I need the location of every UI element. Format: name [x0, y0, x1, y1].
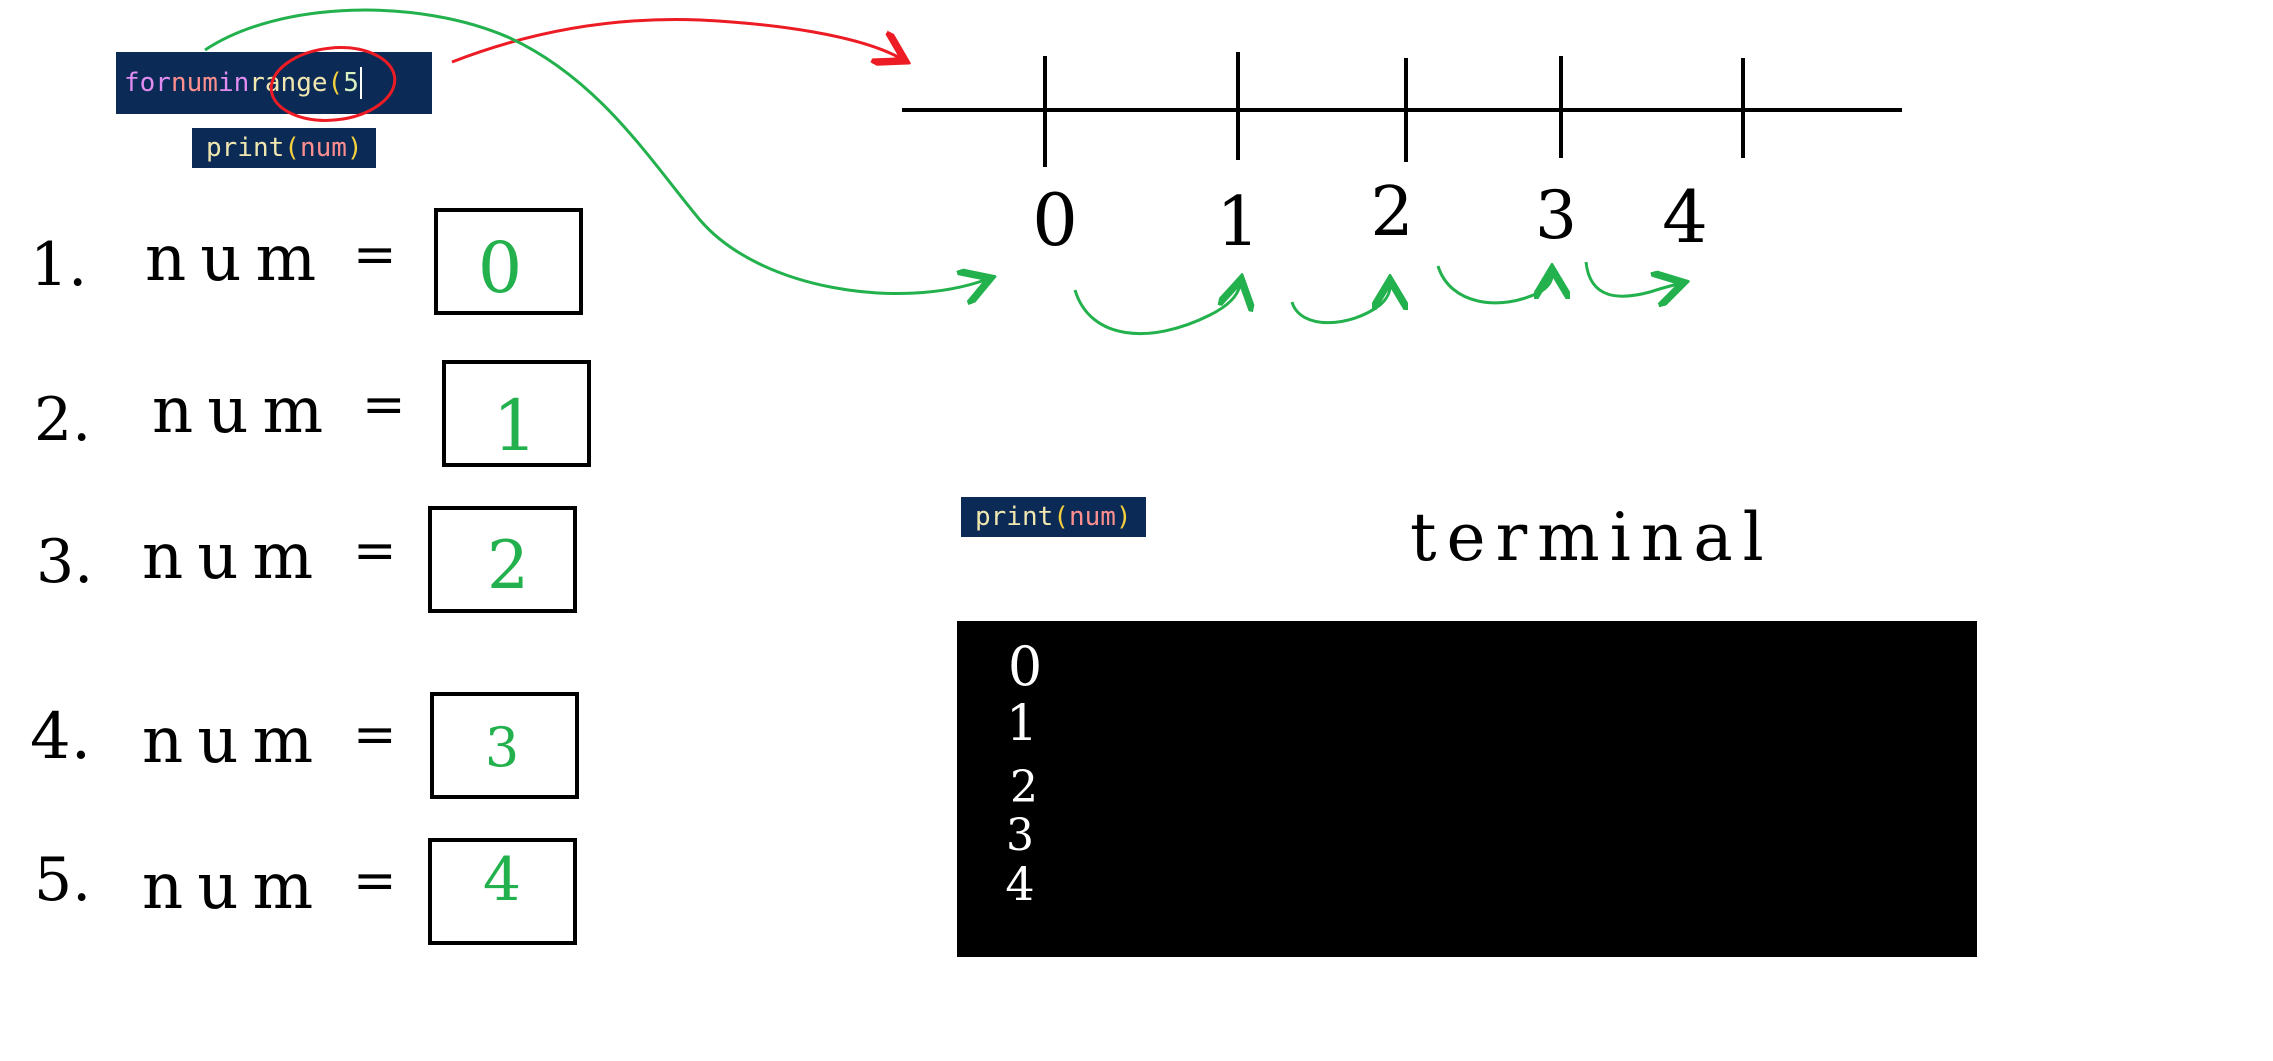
red-circle-range [269, 46, 397, 122]
keyword-for: for [124, 68, 171, 98]
iteration-value: 0 [478, 227, 523, 309]
green-hop-arrows [1073, 261, 1678, 335]
iteration-row: 4. num = 3 [30, 692, 579, 799]
iteration-equals: = [353, 521, 397, 581]
number-line-label: 0 [1032, 178, 1078, 262]
print-argument: num [1068, 502, 1116, 532]
close-paren: ) [1115, 502, 1132, 532]
iteration-value: 2 [487, 527, 529, 604]
iteration-row: 5. num = 4 [34, 838, 577, 945]
keyword-in: in [217, 68, 250, 98]
iteration-row: 2. num = 1 [34, 360, 591, 467]
green-hop-arrow [1290, 286, 1390, 325]
red-annotation [269, 18, 900, 122]
terminal-output-line: 3 [1006, 810, 1034, 861]
iteration-variable-name: num [142, 850, 327, 924]
terminal-output-line: 4 [1005, 857, 1034, 911]
iteration-equals: = [353, 225, 397, 285]
terminal-output-line: 2 [1010, 762, 1038, 813]
number-line-label: 2 [1370, 173, 1413, 252]
iteration-index: 2. [34, 385, 91, 455]
iteration-value-box [428, 506, 577, 613]
iteration-value-box [442, 360, 591, 467]
iteration-value-box [434, 208, 583, 315]
iteration-value: 4 [483, 845, 521, 915]
terminal-window [957, 621, 1977, 957]
range-argument: 5 [343, 68, 359, 98]
iteration-row: 1. num = 0 [30, 208, 583, 315]
iteration-equals: = [353, 851, 397, 911]
iteration-variable-name: num [152, 374, 337, 448]
red-arrow-range-to-line [451, 18, 900, 62]
close-paren: ) [346, 133, 363, 163]
function-range: range [249, 68, 328, 98]
open-paren: ( [1053, 502, 1069, 532]
green-hop-arrow [1436, 266, 1552, 305]
iteration-index: 1. [30, 230, 87, 300]
iteration-variable-name: num [142, 520, 327, 594]
iteration-index: 4. [30, 700, 91, 774]
green-arrow-num-to-zero [204, 8, 985, 293]
number-line-label: 4 [1662, 175, 1708, 259]
iteration-equals: = [362, 375, 406, 435]
iteration-value-box [430, 692, 579, 799]
terminal-label: terminal [1410, 499, 1774, 576]
code-snippet-print-terminal: print(num) [961, 497, 1146, 537]
iteration-index: 3. [36, 527, 93, 597]
iteration-value-box [428, 838, 577, 945]
function-print: print [206, 133, 285, 163]
iteration-index: 5. [34, 845, 91, 915]
iteration-variable-name: num [145, 222, 330, 296]
green-hop-arrow [1584, 261, 1678, 296]
number-line: 0 1 2 3 4 [902, 52, 1902, 262]
terminal-output-line: 1 [1006, 694, 1038, 752]
open-paren: ( [327, 68, 344, 98]
number-line-label: 1 [1216, 183, 1259, 262]
print-argument: num [299, 133, 347, 163]
iteration-variable-name: num [142, 704, 327, 778]
iteration-value: 1 [493, 385, 538, 467]
function-print: print [975, 502, 1054, 532]
iteration-value: 3 [485, 716, 519, 779]
green-hop-arrow [1073, 285, 1240, 335]
terminal-output-line: 0 [1008, 635, 1042, 698]
number-line-label: 3 [1535, 177, 1577, 254]
open-paren: ( [284, 133, 300, 163]
text-cursor [359, 67, 362, 99]
terminal-output: 0 1 2 3 4 [1005, 635, 1042, 911]
iteration-equals: = [353, 705, 397, 765]
code-snippet-print-body: print(num) [192, 128, 376, 168]
code-snippet-for-loop: for num in range(5 [116, 52, 432, 114]
iteration-row: 3. num = 2 [36, 506, 577, 613]
variable-num: num [170, 68, 218, 98]
